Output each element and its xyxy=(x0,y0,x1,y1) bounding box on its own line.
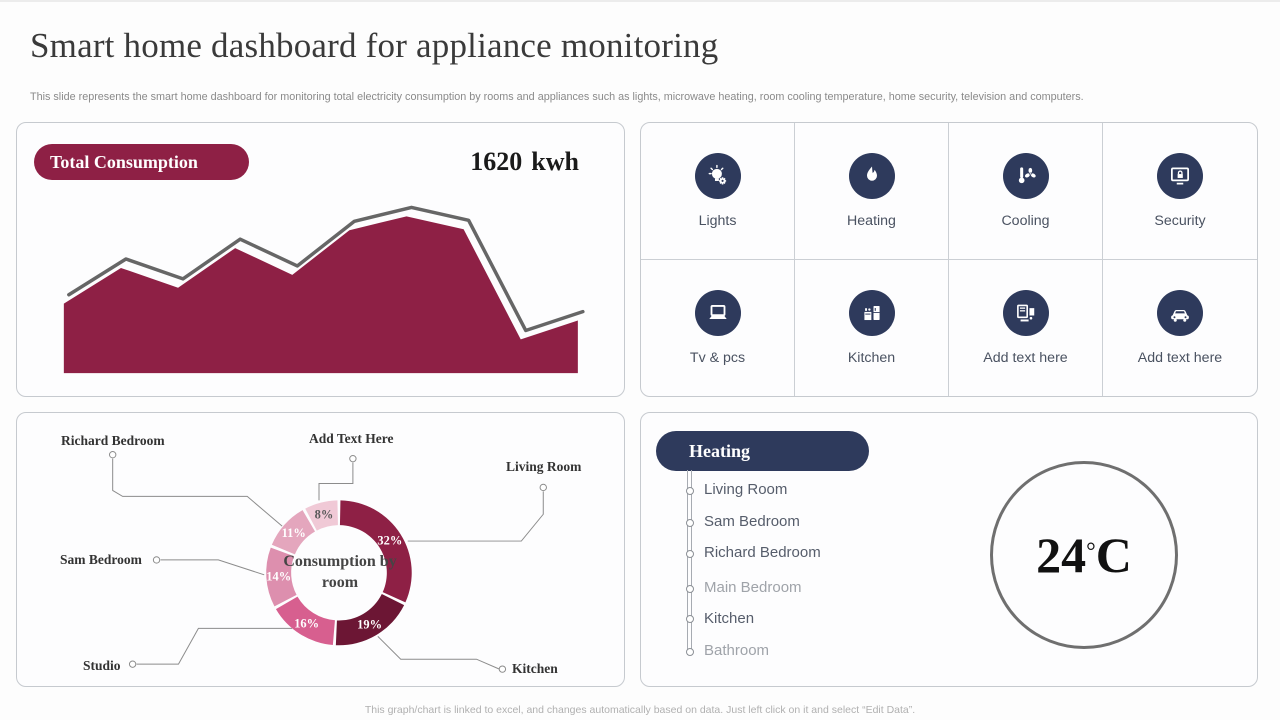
donut-slice-richard-bedroom[interactable] xyxy=(271,510,316,555)
area-chart-fill xyxy=(63,216,578,374)
donut-slice-sam-bedroom[interactable] xyxy=(266,547,297,607)
heating-room-main-bedroom[interactable]: Main Bedroom xyxy=(704,579,802,596)
page-subtitle: This slide represents the smart home das… xyxy=(30,91,1084,103)
heating-room-bathroom[interactable]: Bathroom xyxy=(704,642,770,659)
timeline-dot xyxy=(685,648,694,656)
footer-note: This graph/chart is linked to excel, and… xyxy=(364,704,916,716)
area-chart-line xyxy=(67,205,585,333)
appliance-tile-kitchen[interactable]: Kitchen xyxy=(795,259,949,396)
heating-badge-label: Heating xyxy=(689,440,750,461)
callout-leader-lines xyxy=(112,458,544,670)
donut-center-label: Consumption by room xyxy=(283,553,397,591)
donut-label-richard-bedroom: Richard Bedroom xyxy=(61,433,165,448)
total-consumption-badge[interactable]: Total Consumption xyxy=(34,144,249,180)
car-icon xyxy=(1157,289,1203,336)
donut-percent-label: 11% xyxy=(282,526,306,540)
appliance-label: Kitchen xyxy=(847,349,896,366)
heating-room-kitchen[interactable]: Kitchen xyxy=(704,610,755,627)
kitchen-appliances-icon xyxy=(848,289,895,336)
appliance-label: Lights xyxy=(698,213,737,229)
temperature-dial[interactable]: 24°C xyxy=(990,461,1178,649)
donut-percent-label: 32% xyxy=(377,534,402,548)
donut-label-sam-bedroom: Sam Bedroom xyxy=(60,552,142,567)
appliance-tile-heating[interactable]: Heating xyxy=(795,123,949,260)
monitor-lock-icon xyxy=(1157,153,1203,199)
heating-badge[interactable]: Heating xyxy=(656,431,869,471)
appliance-tile-security[interactable]: Security xyxy=(1103,123,1257,260)
donut-percent-label: 8% xyxy=(315,508,334,522)
appliance-tile-lights[interactable]: Lights xyxy=(641,123,795,260)
donut-slices: 32% 19% 16% 14% 11% 8% xyxy=(266,500,412,646)
laptop-icon xyxy=(694,289,741,336)
timeline-dot xyxy=(685,585,694,593)
donut-label-add-text-here[interactable]: Add Text Here xyxy=(309,431,394,446)
timeline-rail xyxy=(687,470,692,655)
appliance-tile-cooling[interactable]: Cooling xyxy=(949,123,1103,260)
donut-slice-kitchen[interactable] xyxy=(335,593,405,646)
donut-percent-label: 16% xyxy=(294,617,319,631)
heating-room-living-room[interactable]: Living Room xyxy=(704,481,788,498)
donut-slice-studio[interactable] xyxy=(275,596,335,646)
lightbulb-gear-icon xyxy=(694,153,741,199)
heating-room-richard-bedroom[interactable]: Richard Bedroom xyxy=(704,544,821,561)
room-consumption-donut-chart[interactable]: 32% 19% 16% 14% 11% 8% xyxy=(17,413,624,686)
page-title: Smart home dashboard for appliance monit… xyxy=(30,26,719,65)
appliance-label: Add text here xyxy=(983,349,1068,366)
donut-slice-living-room[interactable] xyxy=(339,500,412,603)
appliance-label: Cooling xyxy=(1001,213,1050,229)
donut-slice-add-text-here[interactable] xyxy=(305,500,338,531)
total-consumption-badge-label: Total Consumption xyxy=(50,151,198,172)
degree-symbol: ° xyxy=(1086,538,1096,565)
donut-percent-label: 19% xyxy=(357,618,382,632)
appliances-panel: Lights Heating Cooling xyxy=(640,122,1258,397)
timeline-dot xyxy=(685,519,694,527)
timeline-dot xyxy=(685,487,694,495)
heating-room-sam-bedroom[interactable]: Sam Bedroom xyxy=(704,513,800,530)
donut-percent-label: 14% xyxy=(266,570,291,584)
appliance-grid: Lights Heating Cooling xyxy=(641,123,1257,396)
donut-label-kitchen: Kitchen xyxy=(512,661,558,676)
flame-icon xyxy=(848,153,895,199)
room-consumption-panel: 32% 19% 16% 14% 11% 8% Richard Bedroom Add Te… xyxy=(16,412,625,687)
appliance-tile-add-text-2[interactable]: Add text here xyxy=(1103,260,1257,397)
total-consumption-area-chart[interactable] xyxy=(17,123,624,396)
donut-label-living-room: Living Room xyxy=(506,459,582,474)
total-consumption-unit: kwh xyxy=(531,147,579,176)
timeline-dot xyxy=(685,550,694,558)
temperature-value: 24°C xyxy=(1036,527,1132,583)
timeline-dot xyxy=(685,615,694,623)
appliance-label: Heating xyxy=(847,213,896,229)
callout-dots xyxy=(108,451,547,673)
donut-label-studio: Studio xyxy=(83,658,121,673)
appliance-label: Add text here xyxy=(1137,349,1223,366)
appliance-tile-tv-pcs[interactable]: Tv & pcs xyxy=(641,259,795,396)
thermometer-fan-icon xyxy=(1002,153,1049,199)
heating-panel: Heating Living Room Sam Bedroom Richard … xyxy=(640,412,1258,687)
appliance-tile-add-text-1[interactable]: Add text here xyxy=(949,259,1103,396)
desktop-printer-icon xyxy=(1002,289,1049,336)
appliance-label: Tv & pcs xyxy=(689,349,746,366)
appliance-label: Security xyxy=(1154,213,1206,229)
